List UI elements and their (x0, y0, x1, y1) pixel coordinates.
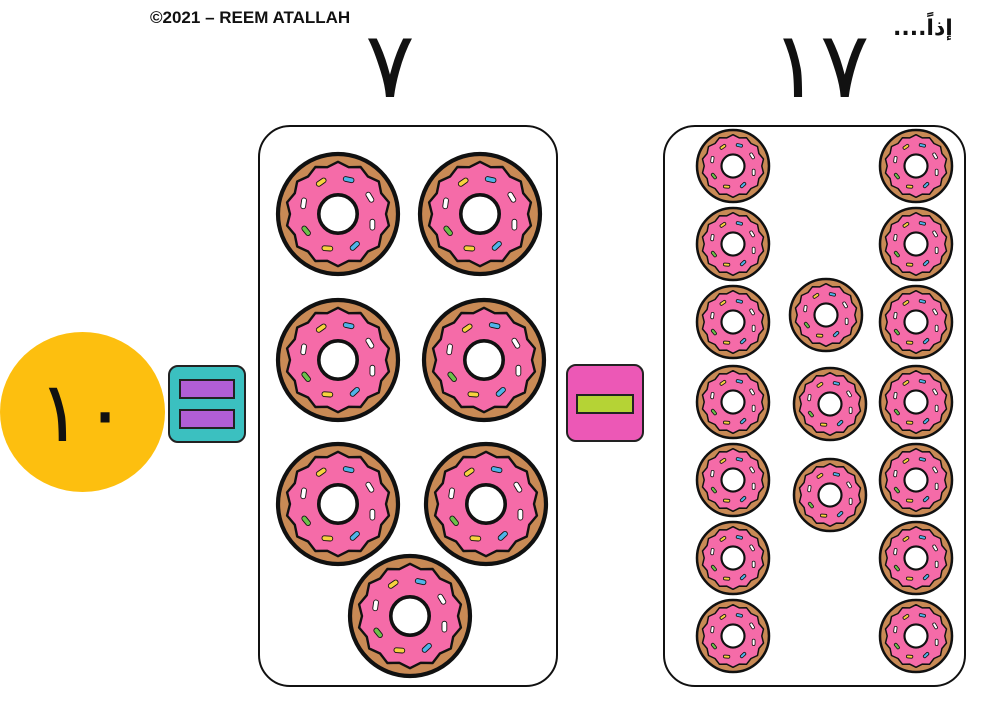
equals-bar-bottom (179, 409, 235, 429)
equals-bar-top (179, 379, 235, 399)
minus-icon (566, 364, 644, 442)
result-numeral: ١٠ (37, 363, 128, 461)
donut-icon (878, 128, 954, 204)
donut-icon (695, 520, 771, 596)
donut-icon (878, 206, 954, 282)
donut-icon (792, 457, 868, 533)
donut-icon (347, 553, 473, 679)
donut-icon (275, 297, 401, 423)
donut-icon (417, 151, 543, 277)
copyright-text: ©2021 – REEM ATALLAH (150, 8, 351, 27)
minuend-numeral: ١٧ (770, 12, 870, 119)
donut-icon (695, 598, 771, 674)
donut-icon (421, 297, 547, 423)
equals-icon (168, 365, 246, 443)
donut-icon (788, 277, 864, 353)
donut-icon (695, 364, 771, 440)
donut-icon (878, 284, 954, 360)
subtrahend-numeral: ٧ (365, 12, 415, 119)
donut-icon (792, 366, 868, 442)
donut-icon (878, 364, 954, 440)
donut-icon (275, 441, 401, 567)
donut-icon (695, 284, 771, 360)
donut-icon (423, 441, 549, 567)
donut-icon (695, 206, 771, 282)
minus-bar (576, 394, 634, 414)
result-circle: ١٠ (0, 332, 165, 492)
donut-icon (695, 128, 771, 204)
donut-icon (878, 442, 954, 518)
donut-icon (695, 442, 771, 518)
so-label: إذاً.... (893, 16, 953, 41)
donut-icon (878, 598, 954, 674)
donut-icon (275, 151, 401, 277)
donut-icon (878, 520, 954, 596)
